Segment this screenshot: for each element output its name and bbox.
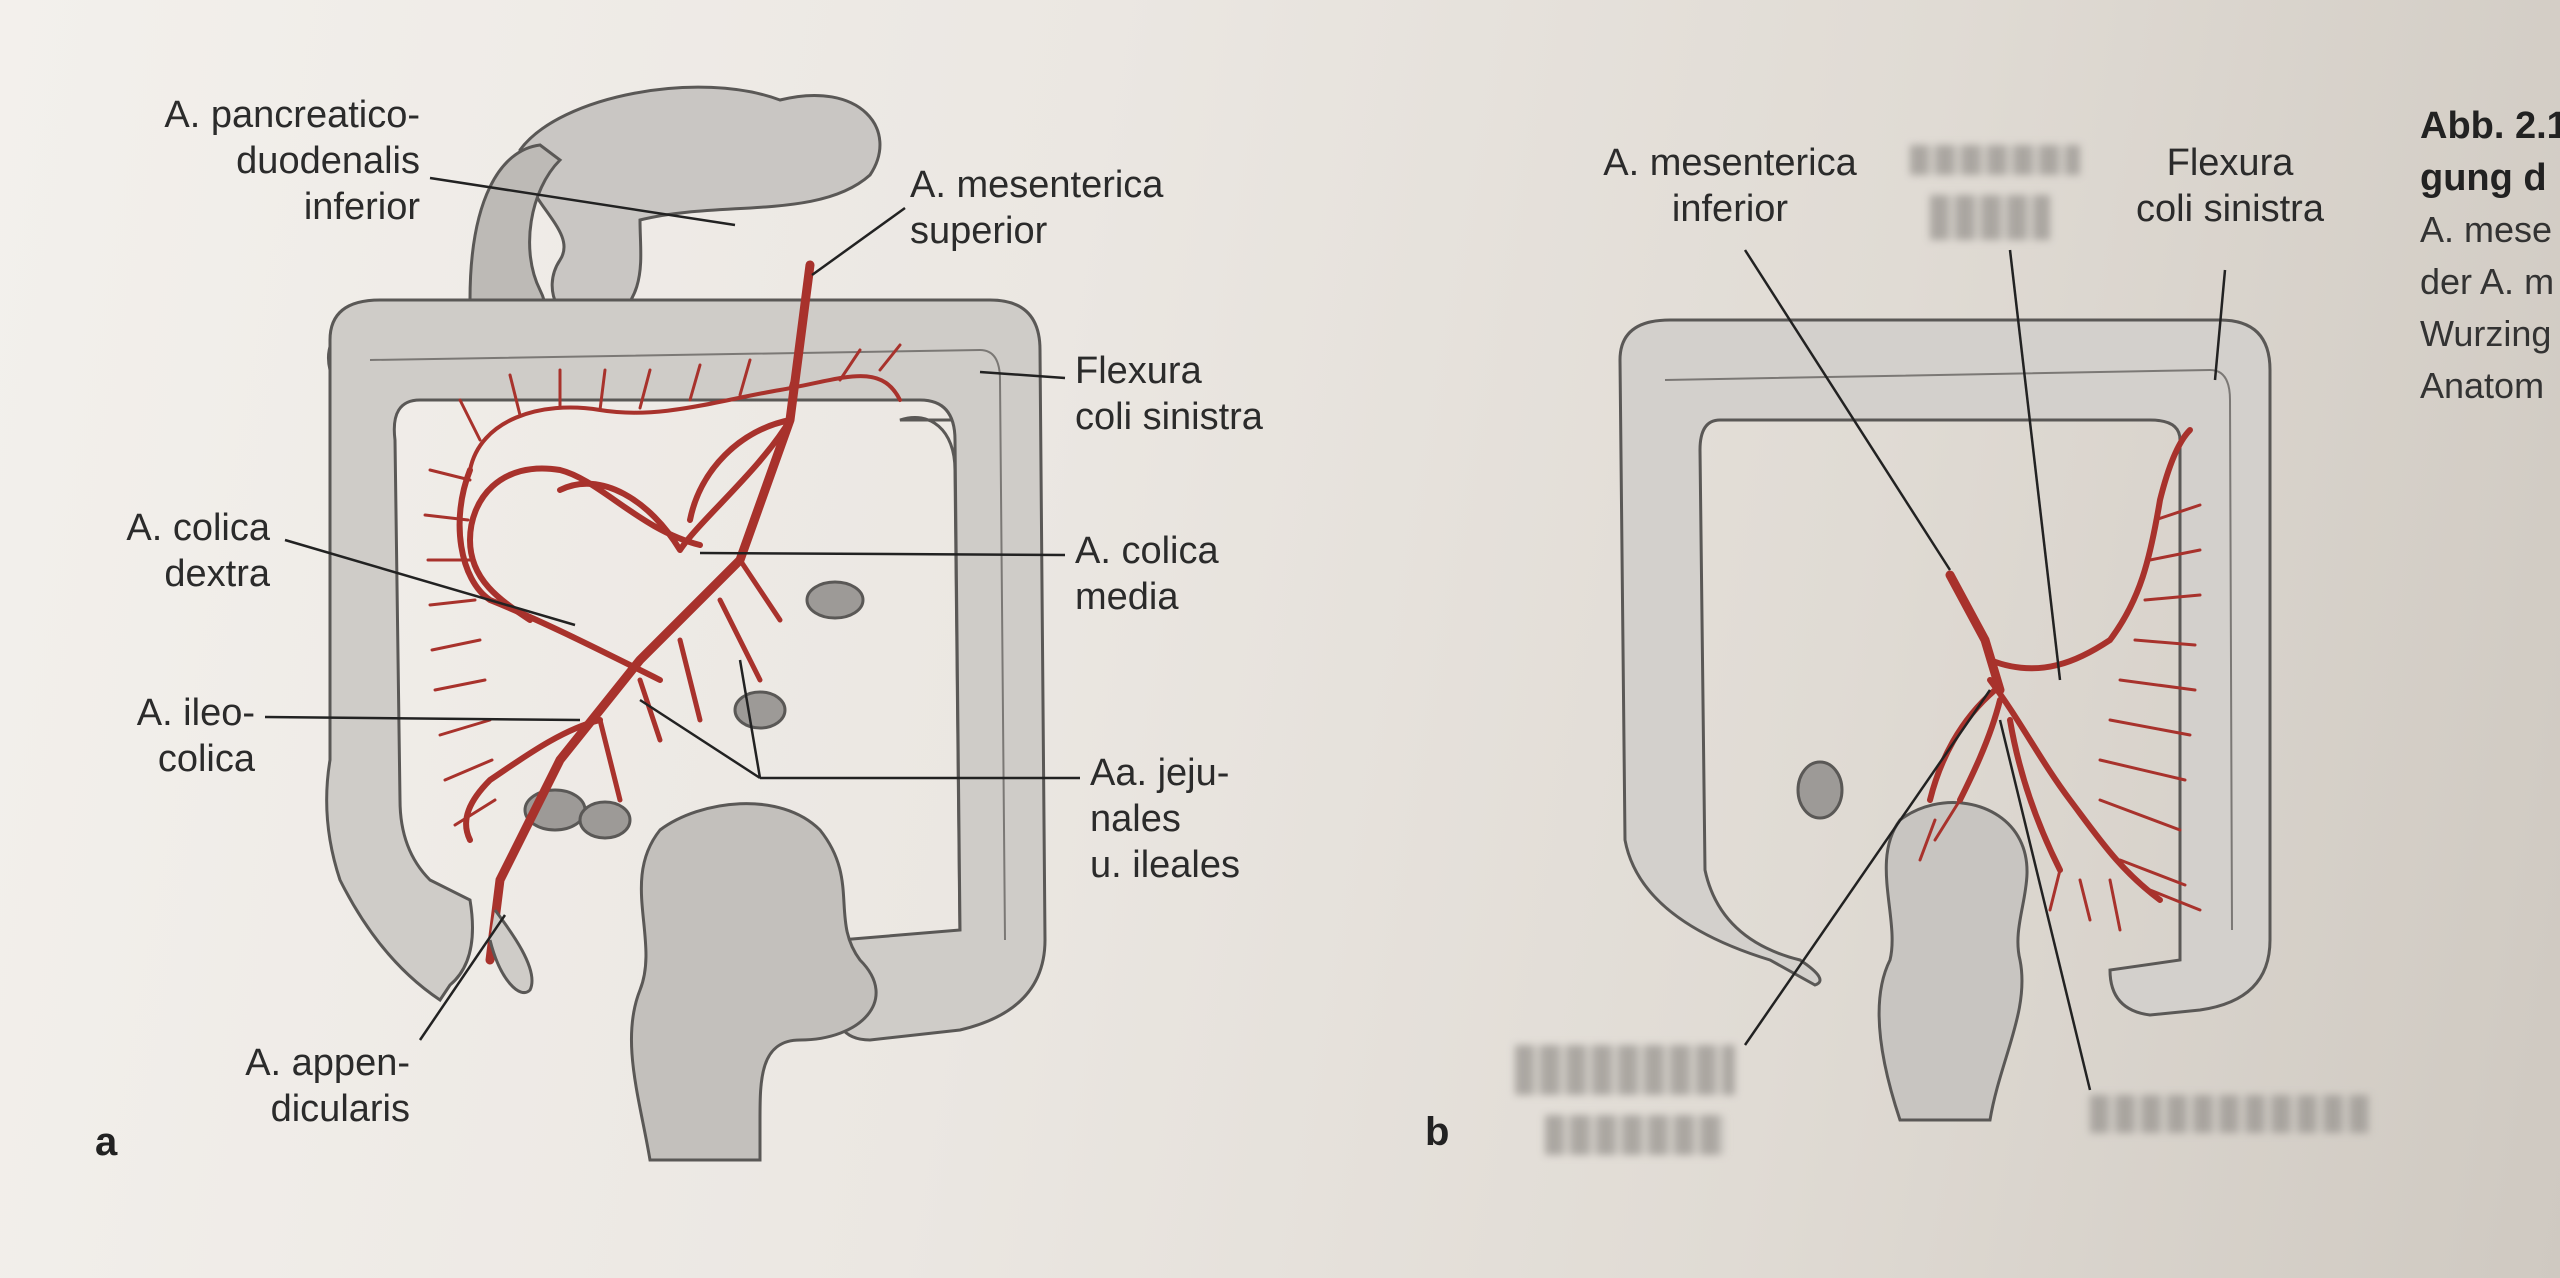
- figure-caption: Abb. 2.1 gung d A. mese der A. m Wurzing…: [2420, 100, 2560, 412]
- leader-appendicularis: [418, 914, 507, 1041]
- vasa-recta-left: [423, 468, 497, 827]
- a-colica-media-arc: [466, 465, 703, 623]
- leader-flexura-b: [2213, 269, 2227, 381]
- label-appendicularis: A. appen- dicularis: [245, 1042, 410, 1130]
- label-ileocolica: A. ileo- colica: [136, 692, 255, 780]
- colon-body: [325, 298, 1047, 1042]
- leader-colica-media: [699, 551, 1066, 557]
- leader-mesenterica-superior: [811, 206, 906, 277]
- a-colica-dextra: [456, 467, 663, 683]
- colon-b-inner: [1664, 368, 2233, 931]
- aa-sigmoideae: [1957, 677, 2163, 903]
- leader-jejunales-2: [639, 698, 761, 780]
- panel-a-letter: a: [95, 1120, 118, 1164]
- sigmoid-b: [1877, 801, 2029, 1122]
- leader-flexura-a: [979, 370, 1066, 380]
- redacted-label-bottom-left-2: [1545, 1115, 1725, 1155]
- colon-b-body: [1618, 318, 2272, 1017]
- redacted-label-top-2: [1930, 195, 2050, 240]
- ileum-stump-b: [1796, 760, 1844, 820]
- caption-title-2: gung d: [2420, 157, 2547, 199]
- intestine-stump-4: [805, 580, 865, 620]
- vasa-recta-top: [458, 343, 902, 442]
- leader-lines-b: [1743, 249, 2227, 1091]
- redacted-label-top: [1910, 145, 2080, 175]
- caption-line-3: Wurzing: [2420, 313, 2552, 354]
- panel-b-drawing: [1618, 318, 2272, 1122]
- small-intestine: [629, 802, 878, 1162]
- label-pancreaticoduodenalis: A. pancreatico- duodenalis inferior: [164, 94, 420, 228]
- arteriolae-a: [423, 343, 902, 827]
- leader-jejunales-3: [738, 659, 762, 779]
- label-colica-media: A. colica media: [1075, 530, 1219, 618]
- caption-line-1: A. mese: [2420, 209, 2553, 250]
- vasa-recta-b-left: [2098, 503, 2202, 912]
- aa-jejunales: [597, 557, 783, 803]
- leader-colica-dextra: [284, 538, 576, 627]
- a-colica-sinistra: [1987, 427, 2193, 672]
- leader-lines-a: [264, 176, 1080, 1041]
- marginal-arcade: [468, 374, 902, 472]
- leader-blurred-bottom-left: [1743, 689, 1992, 1046]
- caption-title-1: Abb. 2.1: [2420, 105, 2560, 147]
- label-colica-dextra: A. colica dextra: [126, 507, 270, 595]
- label-jejunales-ileales: Aa. jeju- nales u. ileales: [1090, 752, 1240, 886]
- leader-mesenterica-inferior: [1743, 249, 1952, 571]
- panel-b-letter: b: [1425, 1110, 1450, 1154]
- redacted-label-bottom-right: [2090, 1095, 2370, 1133]
- leader-blurred-bottom-right: [1998, 719, 2092, 1091]
- leader-ileocolica: [264, 715, 581, 722]
- label-mesenterica-superior: A. mesenterica superior: [910, 164, 1164, 252]
- label-flexura-coli-sinistra-b: Flexura coli sinistra: [2136, 142, 2324, 230]
- caption-line-4: Anatom: [2420, 365, 2545, 406]
- arteriolae-b: [1918, 503, 2202, 932]
- vasa-recta-b-sig: [1918, 798, 2122, 932]
- appendix: [488, 909, 534, 994]
- panel-a-drawing: [325, 85, 1047, 1162]
- redacted-label-bottom-left: [1515, 1045, 1735, 1095]
- intestine-stump-2: [578, 800, 632, 840]
- leader-blurred-top: [2008, 249, 2062, 681]
- caption-line-2: der A. m: [2420, 261, 2555, 302]
- leader-pancreaticoduodenalis: [429, 176, 736, 227]
- intestine-stump-3: [733, 690, 787, 730]
- label-mesenterica-inferior: A. mesenterica inferior: [1603, 142, 1857, 230]
- duodenum: [518, 85, 882, 332]
- colon-inner-line: [369, 348, 1006, 941]
- a-mesenterica-inferior: [1945, 570, 2005, 695]
- label-flexura-coli-sinistra-a: Flexura coli sinistra: [1075, 350, 1263, 438]
